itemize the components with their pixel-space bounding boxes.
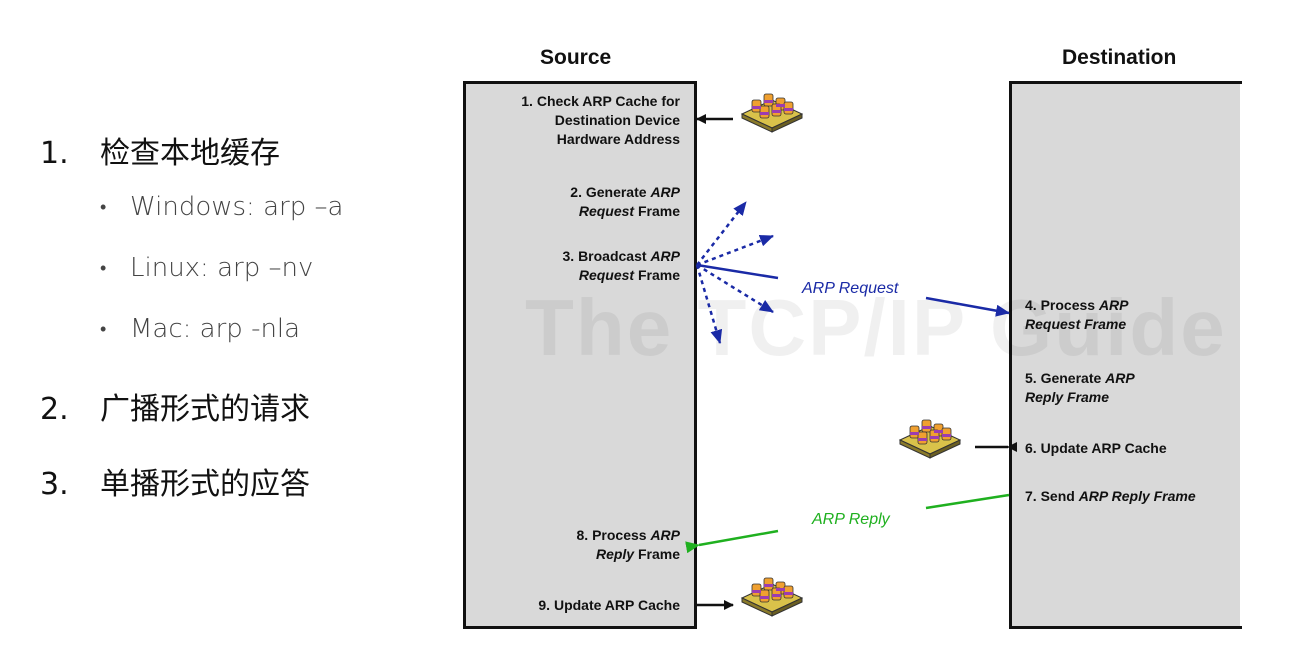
sub-item-mac: • Mac: arp -nla xyxy=(100,314,300,344)
list-text: 单播形式的应答 xyxy=(100,467,310,502)
step-1: 1. Check ARP Cache for Destination Devic… xyxy=(521,93,680,147)
broadcast-arrow-1 xyxy=(696,201,747,266)
bullet-icon: • xyxy=(100,197,107,218)
sub-item-text: Windows: arp –a xyxy=(130,192,344,222)
destination-box-bottom xyxy=(1009,626,1242,629)
step-6: 6. Update ARP Cache xyxy=(1025,440,1167,456)
broadcast-arrow-4 xyxy=(695,264,723,344)
broadcast-arrow-3 xyxy=(696,263,774,314)
list-text: 检查本地缓存 xyxy=(100,136,280,171)
list-item-2: 2. 广播形式的请求 xyxy=(40,384,310,428)
step-9: 9. Update ARP Cache xyxy=(538,597,680,613)
source-box-top xyxy=(463,81,697,84)
sub-item-text: Linux: arp –nv xyxy=(130,253,314,283)
sub-item-windows: • Windows: arp –a xyxy=(100,192,343,222)
list-item-3: 3. 单播形式的应答 xyxy=(40,459,310,503)
cache-db-icon-3 xyxy=(741,577,803,617)
source-box xyxy=(463,84,697,628)
list-text: 广播形式的请求 xyxy=(100,392,310,427)
bullet-icon: • xyxy=(100,319,107,340)
step-7: 7. Send ARP Reply Frame xyxy=(1025,488,1196,504)
sub-item-text: Mac: arp -nla xyxy=(130,314,301,344)
list-number: 1. xyxy=(40,136,69,171)
source-box-bottom xyxy=(463,626,697,629)
arp-request-line-b xyxy=(925,296,1010,317)
broadcast-arrow-2 xyxy=(696,234,774,267)
arp-reply-label: ARP Reply xyxy=(812,511,890,528)
destination-title: Destination xyxy=(1062,46,1177,69)
list-item-1: 1. 检查本地缓存 xyxy=(40,128,280,172)
destination-box-top xyxy=(1009,81,1242,84)
arp-reply-line-a xyxy=(925,493,1010,510)
cache-db-icon-1 xyxy=(741,93,803,133)
list-number: 3. xyxy=(40,467,69,502)
cache-db-icon-2 xyxy=(899,419,961,459)
bullet-icon: • xyxy=(100,258,107,279)
watermark: The TCP/IP Guide xyxy=(525,283,1227,372)
sub-item-linux: • Linux: arp –nv xyxy=(100,253,313,283)
list-number: 2. xyxy=(40,392,69,427)
source-title: Source xyxy=(540,46,612,69)
arp-request-line-a xyxy=(696,263,779,280)
destination-box xyxy=(1009,84,1240,628)
arp-reply-line-b xyxy=(685,529,779,554)
arp-request-label: ARP Request xyxy=(802,280,899,297)
